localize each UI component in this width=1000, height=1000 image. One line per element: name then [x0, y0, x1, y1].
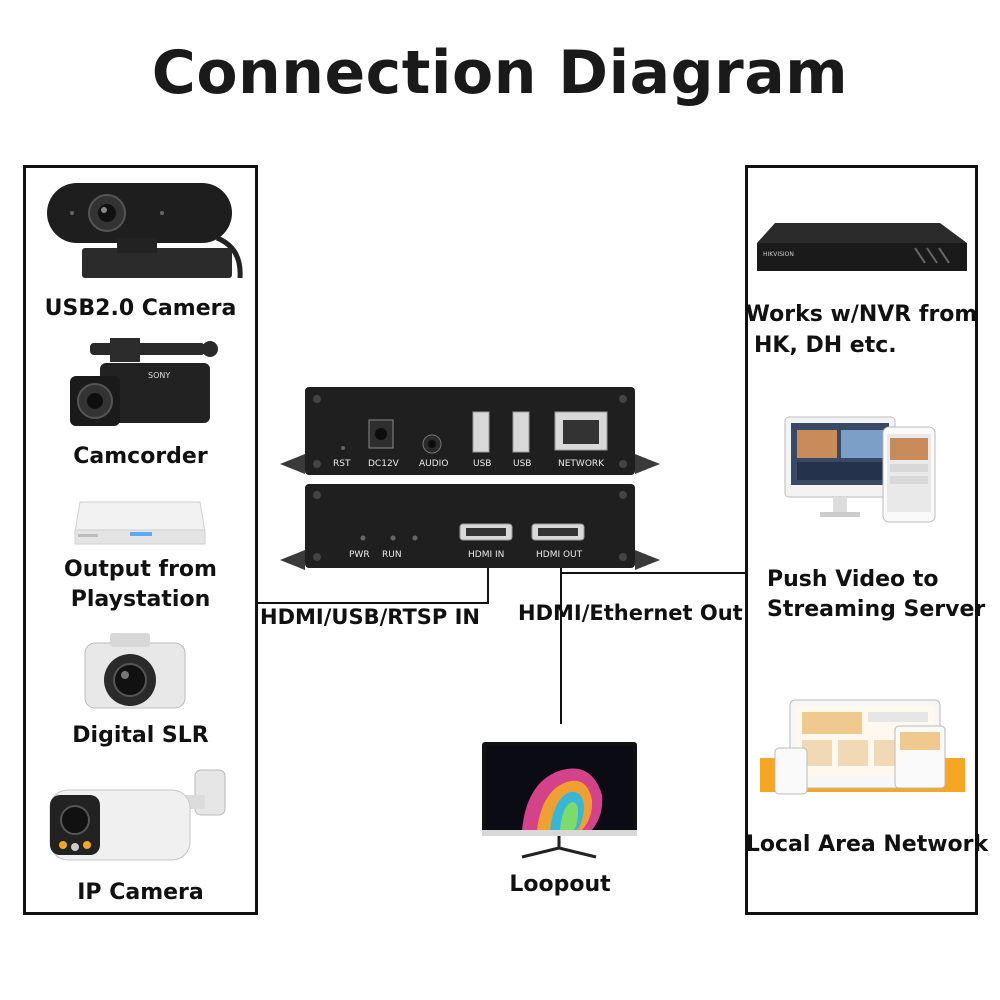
camcorder-label: Camcorder [73, 444, 208, 469]
nvr-label-line2: HK, DH etc. [754, 333, 897, 358]
diagram-title: Connection Diagram [151, 38, 849, 108]
network-port-label: NETWORK [558, 459, 605, 469]
rst-port-label: RST [333, 459, 351, 469]
encoder-bottom-unit: PWR RUN HDMI IN HDMI OUT [280, 484, 660, 570]
streaming-label-line1: Push Video to [767, 567, 939, 592]
ip-camera-label: IP Camera [77, 880, 204, 905]
lan-label: Local Area Network [745, 832, 989, 857]
nvr-label-line1: Works w/NVR from [745, 302, 978, 327]
output-connection-line-vertical [560, 566, 562, 724]
dslr-camera-icon [84, 633, 186, 709]
output-targets-panel [745, 165, 978, 915]
hdmi-in-port-label: HDMI IN [468, 550, 504, 560]
loopout-label: Loopout [509, 872, 611, 897]
streaming-server-icon [784, 416, 936, 523]
audio-port-label: AUDIO [419, 459, 448, 469]
ip-camera-icon [49, 769, 226, 861]
nvr-brand-text: HIKVISION [763, 251, 794, 258]
input-connection-line-vertical [487, 566, 489, 604]
encoder-top-unit: RST DC12V AUDIO USB USB NETWORK [280, 387, 660, 475]
run-indicator-label: RUN [382, 550, 402, 560]
usb-port-label-2: USB [513, 459, 531, 469]
usb-camera-icon [47, 183, 243, 279]
nvr-recorder-icon: HIKVISION [757, 223, 967, 271]
streaming-label-line2: Streaming Server [767, 597, 986, 622]
game-console-icon [74, 501, 206, 545]
pwr-indicator-label: PWR [349, 550, 370, 560]
playstation-label-line1: Output from [64, 557, 217, 582]
input-connection-line-horizontal [258, 602, 488, 604]
usb-port-label-1: USB [473, 459, 491, 469]
camcorder-brand-text: SONY [148, 371, 170, 380]
camcorder-icon: SONY [70, 338, 218, 426]
hdmi-out-port-label: HDMI OUT [536, 550, 583, 560]
output-connection-label: HDMI/Ethernet Out [518, 601, 743, 625]
dc12v-port-label: DC12V [368, 459, 400, 469]
loopout-monitor-icon [482, 742, 637, 859]
digital-slr-label: Digital SLR [72, 723, 209, 748]
local-network-icon [760, 699, 965, 795]
input-connection-label: HDMI/USB/RTSP IN [260, 605, 481, 629]
playstation-label-line2: Playstation [70, 587, 211, 612]
output-connection-line-horizontal [561, 572, 745, 574]
usb-camera-label: USB2.0 Camera [44, 296, 237, 321]
